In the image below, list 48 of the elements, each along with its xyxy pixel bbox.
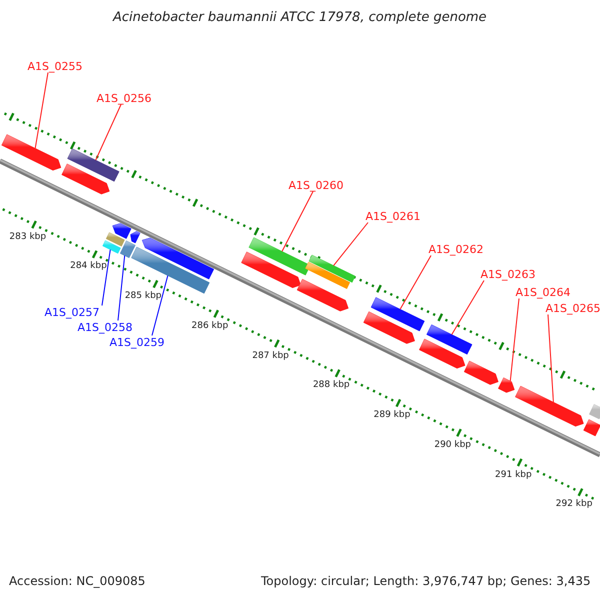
gene-feature bbox=[363, 311, 415, 344]
accession-text: Accession: NC_009085 bbox=[9, 574, 146, 588]
scale-label: 291 kbp bbox=[495, 470, 532, 480]
gene-label: A1S_0261 bbox=[366, 210, 420, 223]
leader-line bbox=[400, 255, 432, 310]
gene-feature bbox=[241, 252, 301, 288]
gene-feature bbox=[130, 231, 140, 244]
scale-label: 289 kbp bbox=[374, 410, 410, 421]
scale-label: 292 kbp bbox=[556, 499, 592, 510]
gene-feature bbox=[419, 338, 466, 369]
gene-bar bbox=[583, 419, 600, 436]
gene-label: A1S_0257 bbox=[44, 306, 100, 319]
genome-summary-text: Topology: circular; Length: 3,976,747 bp; Genes: 3,435 bbox=[261, 574, 591, 588]
gene-feature bbox=[142, 238, 214, 280]
leader-line bbox=[451, 280, 484, 336]
scale-label: 287 kbp bbox=[252, 350, 289, 362]
scale-label: 286 kbp bbox=[192, 320, 228, 332]
gene-label: A1S_0259 bbox=[110, 336, 164, 349]
gene-label: A1S_0262 bbox=[428, 242, 484, 256]
title: Acinetobacter baumannii ATCC 17978, complete genome bbox=[113, 10, 487, 26]
gene-feature bbox=[515, 386, 584, 427]
gene-feature bbox=[296, 278, 349, 312]
gene-label: A1S_0258 bbox=[78, 320, 132, 334]
gene-feature bbox=[464, 360, 498, 385]
leader-line bbox=[152, 275, 168, 336]
gene-feature bbox=[1, 134, 62, 171]
leader-line bbox=[510, 298, 520, 382]
gene-label: A1S_0260 bbox=[288, 178, 344, 192]
scale-label: 285 kbp bbox=[124, 291, 162, 302]
scale-label: 283 kbp bbox=[9, 232, 46, 242]
leader-line bbox=[548, 314, 554, 403]
leader-line bbox=[118, 255, 126, 321]
gene-feature bbox=[62, 164, 110, 194]
gene-label: A1S_0264 bbox=[516, 286, 570, 299]
leader-line bbox=[102, 249, 111, 306]
gene-label: A1S_0265 bbox=[546, 302, 600, 315]
gene-bar bbox=[589, 404, 600, 420]
scale-label: 284 kbp bbox=[70, 261, 107, 272]
scale-label: 288 kbp bbox=[312, 380, 350, 392]
gene-bar bbox=[102, 240, 121, 254]
gene-label: A1S_0256 bbox=[96, 92, 152, 105]
scale-label: 290 kbp bbox=[434, 440, 472, 451]
leader-line bbox=[95, 104, 122, 161]
gene-feature bbox=[498, 377, 515, 393]
leader-line bbox=[34, 72, 48, 149]
gene-label: A1S_0263 bbox=[480, 268, 536, 281]
gene-label: A1S_0255 bbox=[28, 60, 82, 73]
leader-line bbox=[333, 222, 368, 266]
